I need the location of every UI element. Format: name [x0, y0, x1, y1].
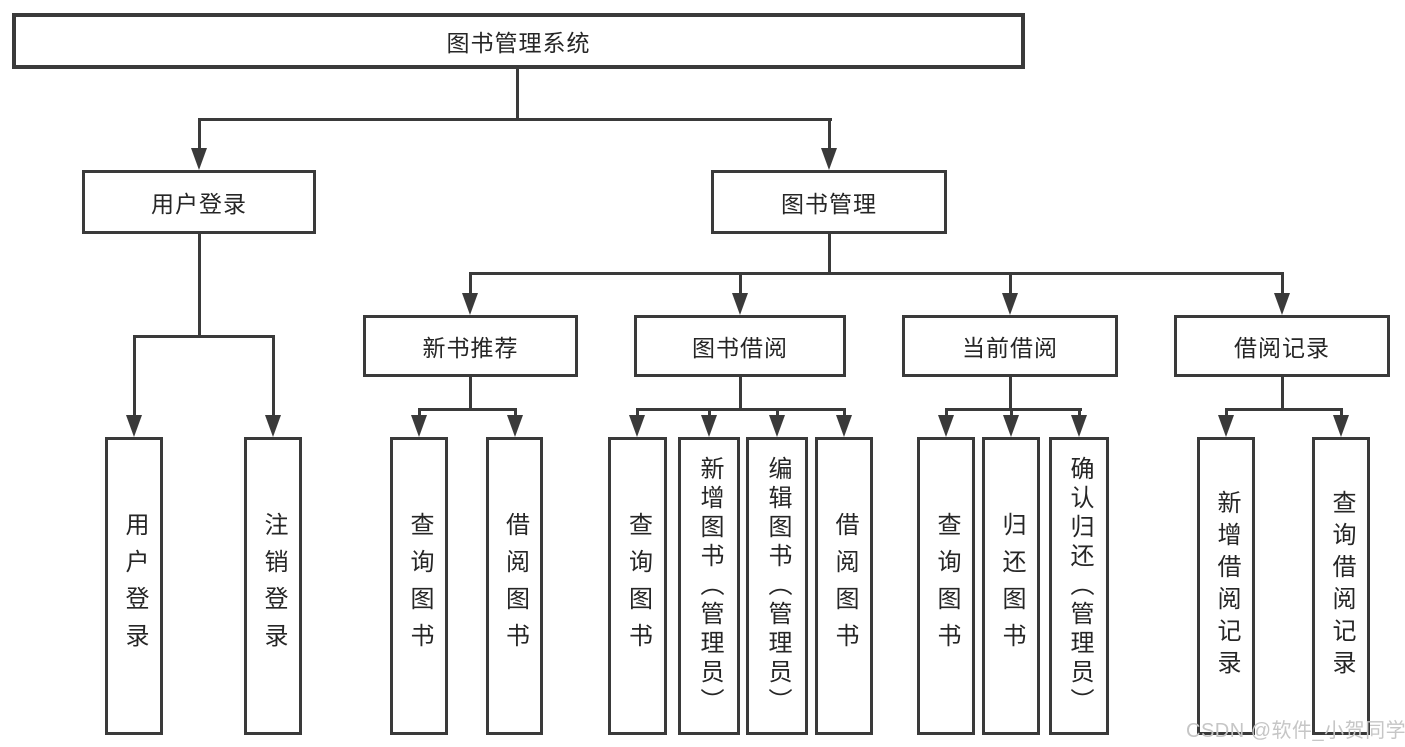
- connector-line: [469, 377, 472, 410]
- leaf-return-books: 归还图书: [982, 437, 1040, 735]
- arrow-down: [191, 148, 207, 170]
- leaf-query-books: 查询图书: [608, 437, 667, 735]
- connector-line: [1010, 408, 1013, 420]
- node-label: 注销登录: [260, 512, 287, 660]
- connector-line: [739, 377, 742, 410]
- node-label: 图书管理: [781, 191, 877, 217]
- arrow-down: [1003, 415, 1019, 437]
- connector-line: [1281, 272, 1284, 297]
- arrow-down: [1002, 293, 1018, 315]
- node-user-login: 用户登录: [82, 170, 316, 234]
- node-label: 查询图书: [933, 512, 960, 660]
- csdn-watermark: CSDN @软件_小贺同学: [1186, 720, 1405, 742]
- arrow-down: [507, 415, 523, 437]
- node-book-management: 图书管理: [711, 170, 947, 234]
- arrow-down: [821, 148, 837, 170]
- arrow-down: [411, 415, 427, 437]
- connector-line: [843, 408, 846, 420]
- connector-line: [514, 408, 517, 420]
- node-label: 查询图书: [624, 512, 652, 660]
- arrow-down: [701, 415, 717, 437]
- leaf-query-books: 查询图书: [917, 437, 975, 735]
- node-label: 当前借阅: [962, 335, 1058, 361]
- arrow-down: [629, 415, 645, 437]
- arrow-down: [1071, 415, 1087, 437]
- node-book-borrow: 图书借阅: [634, 315, 846, 377]
- node-borrow-records: 借阅记录: [1174, 315, 1390, 377]
- connector-line: [198, 118, 832, 121]
- connector-line: [1340, 408, 1343, 420]
- leaf-logout: 注销登录: [244, 437, 302, 735]
- node-label: 新增图书（管理员）: [696, 455, 723, 717]
- connector-line: [1225, 408, 1343, 411]
- leaf-user-login: 用户登录: [105, 437, 163, 735]
- node-label: 借阅记录: [1234, 335, 1330, 361]
- connector-line: [198, 118, 201, 150]
- connector-line: [945, 408, 948, 420]
- arrow-down: [769, 415, 785, 437]
- connector-line: [776, 408, 779, 420]
- node-label: 归还图书: [998, 512, 1025, 660]
- arrow-down: [265, 415, 281, 437]
- connector-line: [133, 335, 275, 338]
- node-current-borrow: 当前借阅: [902, 315, 1118, 377]
- leaf-add-borrow-record: 新增借阅记录: [1197, 437, 1255, 735]
- leaf-query-books: 查询图书: [390, 437, 448, 735]
- connector-line: [516, 68, 519, 120]
- connector-line: [708, 408, 711, 420]
- node-label: 用户登录: [121, 512, 148, 660]
- node-label: 确认归还（管理员）: [1066, 455, 1093, 717]
- arrow-down: [126, 415, 142, 437]
- node-root: 图书管理系统: [12, 13, 1025, 69]
- connector-line: [469, 272, 1284, 275]
- connector-line: [469, 272, 472, 297]
- connector-line: [272, 335, 275, 417]
- leaf-add-book-admin: 新增图书（管理员）: [678, 437, 740, 735]
- arrow-down: [938, 415, 954, 437]
- connector-line: [828, 118, 831, 150]
- arrow-down: [1333, 415, 1349, 437]
- node-label: 图书管理系统: [446, 30, 591, 56]
- connector-line: [945, 408, 1082, 411]
- leaf-confirm-return-admin: 确认归还（管理员）: [1049, 437, 1109, 735]
- connector-line: [198, 233, 201, 337]
- connector-line: [828, 233, 831, 274]
- connector-line: [636, 408, 639, 420]
- leaf-query-borrow-record: 查询借阅记录: [1312, 437, 1370, 735]
- node-label: 借阅图书: [501, 512, 529, 660]
- connector-line: [1225, 408, 1228, 420]
- arrow-down: [836, 415, 852, 437]
- node-label: 新增借阅记录: [1213, 490, 1240, 682]
- node-new-book-recommend: 新书推荐: [363, 315, 578, 377]
- leaf-edit-book-admin: 编辑图书（管理员）: [746, 437, 808, 735]
- node-label: 用户登录: [151, 191, 247, 217]
- connector-line: [418, 408, 421, 420]
- node-label: 借阅图书: [831, 512, 858, 660]
- arrow-down: [1218, 415, 1234, 437]
- connector-line: [1009, 272, 1012, 297]
- connector-line: [739, 272, 742, 297]
- arrow-down: [462, 293, 478, 315]
- arrow-down: [732, 293, 748, 315]
- connector-line: [1281, 377, 1284, 410]
- node-label: 查询借阅记录: [1328, 490, 1355, 682]
- node-label: 新书推荐: [422, 335, 519, 361]
- connector-line: [1078, 408, 1081, 420]
- node-label: 编辑图书（管理员）: [764, 455, 791, 717]
- connector-line: [1009, 377, 1012, 410]
- arrow-down: [1274, 293, 1290, 315]
- connector-line: [636, 408, 846, 411]
- node-label: 图书借阅: [692, 335, 788, 361]
- leaf-borrow-books: 借阅图书: [815, 437, 873, 735]
- leaf-borrow-books: 借阅图书: [486, 437, 543, 735]
- connector-line: [133, 335, 136, 417]
- connector-line: [418, 408, 517, 411]
- node-label: 查询图书: [406, 512, 433, 660]
